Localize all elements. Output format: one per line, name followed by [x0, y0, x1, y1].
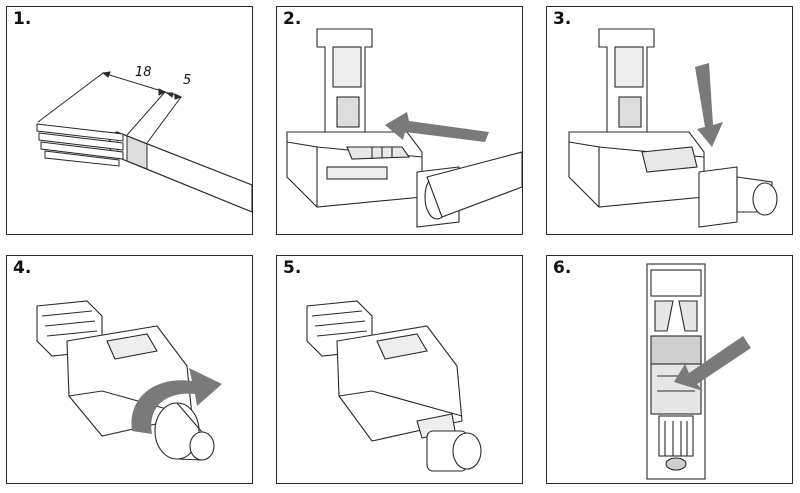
- step-6-illustration: [646, 263, 751, 480]
- step-5-number: 5.: [283, 258, 302, 278]
- step-3-panel: 3.: [546, 6, 793, 235]
- insert-arrow: [385, 112, 489, 142]
- step-1-illustration: 18 5: [36, 65, 252, 213]
- step-1-number: 1.: [13, 9, 32, 29]
- step-5-panel: 5.: [276, 255, 523, 484]
- rotate-arrow: [131, 368, 222, 434]
- connector-open-housing: [568, 28, 778, 228]
- cable: [426, 151, 522, 218]
- press-down-arrow: [695, 63, 723, 147]
- cable-wires: [36, 123, 124, 167]
- step-4-panel: 4.: [6, 255, 253, 484]
- dimension-strip-length: 18: [135, 65, 152, 80]
- step-2-illustration: [286, 28, 522, 228]
- finished-connector: [306, 300, 482, 472]
- step-4-illustration: [36, 300, 222, 461]
- assembled-connector: [36, 300, 215, 461]
- step-6-panel: 6.: [546, 255, 793, 484]
- step-2-panel: 2.: [276, 6, 523, 235]
- step-2-number: 2.: [283, 9, 302, 29]
- step-3-illustration: [568, 28, 778, 228]
- dimension-shield-length: 5: [183, 73, 191, 88]
- cable-shield: [126, 135, 148, 170]
- step-6-number: 6.: [553, 258, 572, 278]
- step-5-illustration: [306, 300, 482, 472]
- step-3-number: 3.: [553, 9, 572, 29]
- step-1-panel: 1. 18 5: [6, 6, 253, 235]
- step-4-number: 4.: [13, 258, 32, 278]
- inspect-arrow: [674, 336, 751, 391]
- dimension-lines: [37, 71, 183, 144]
